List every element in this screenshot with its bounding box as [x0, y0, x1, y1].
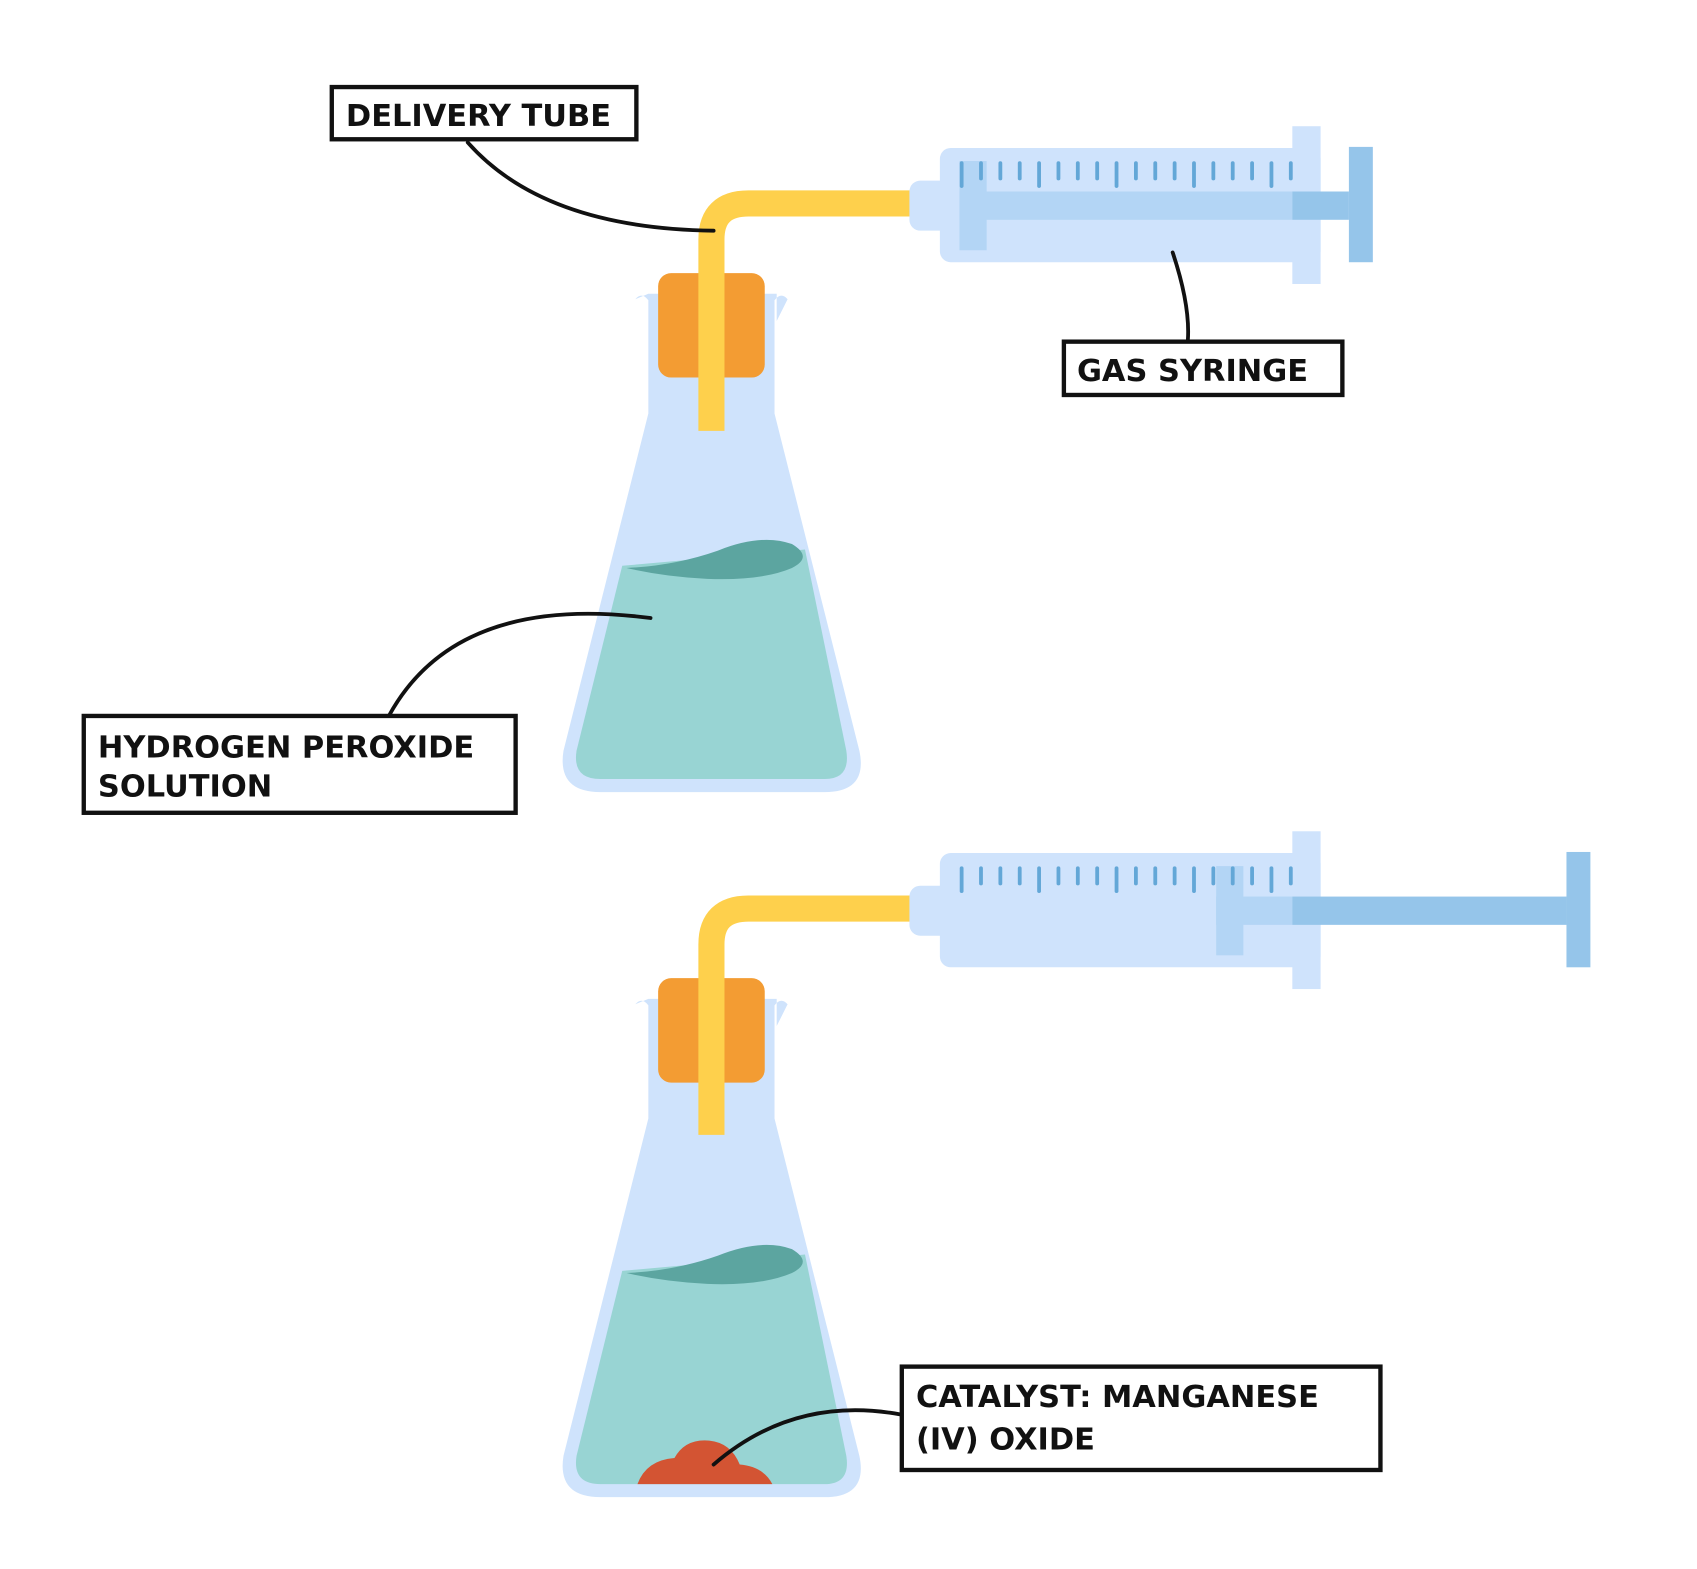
syringe-plunger-thumb-rest — [1566, 851, 1591, 968]
syringe-plunger-thumb-rest — [1348, 146, 1373, 263]
gas-syringe-top — [909, 126, 1373, 284]
flask-solution — [575, 549, 847, 780]
gas-syringe-bottom — [909, 831, 1591, 990]
solution-surface — [626, 1244, 803, 1285]
apparatus-bottom — [562, 831, 1591, 1498]
label-hydrogen-peroxide-line-1: HYDROGEN PEROXIDE — [98, 730, 474, 765]
leader-line-catalyst — [711, 1408, 903, 1467]
syringe-plunger-rod — [1292, 896, 1567, 925]
delivery-tube-bottom — [698, 895, 914, 1135]
label-gas-syringe-text: GAS SYRINGE — [1077, 354, 1308, 389]
conical-flask-bottom — [562, 998, 861, 1498]
label-catalyst: CATALYST: MANGANESE (IV) OXIDE — [899, 1364, 1383, 1473]
syringe-plunger-rod-inner — [959, 191, 1293, 220]
catalyst-powder — [637, 1440, 773, 1485]
leader-line-hydrogen-peroxide — [387, 611, 653, 717]
conical-flask-top — [562, 293, 861, 793]
label-delivery-tube: DELIVERY TUBE — [329, 84, 639, 142]
syringe-plunger-head — [1216, 866, 1244, 956]
syringe-plunger-rod — [1292, 191, 1349, 220]
label-gas-syringe: GAS SYRINGE — [1061, 339, 1345, 398]
leader-line-delivery-tube — [465, 140, 716, 233]
label-hydrogen-peroxide: HYDROGEN PEROXIDE SOLUTION — [81, 713, 518, 815]
label-catalyst-line-1: CATALYST: MANGANESE — [916, 1380, 1319, 1415]
delivery-tube-top — [698, 190, 914, 431]
label-hydrogen-peroxide-line-2: SOLUTION — [98, 769, 272, 804]
label-catalyst-line-2: (IV) OXIDE — [916, 1422, 1095, 1457]
label-delivery-tube-text: DELIVERY TUBE — [346, 99, 611, 134]
apparatus-top — [562, 126, 1373, 793]
solution-surface — [626, 539, 803, 580]
leader-line-gas-syringe — [1170, 250, 1191, 342]
flask-solution — [575, 1254, 847, 1485]
